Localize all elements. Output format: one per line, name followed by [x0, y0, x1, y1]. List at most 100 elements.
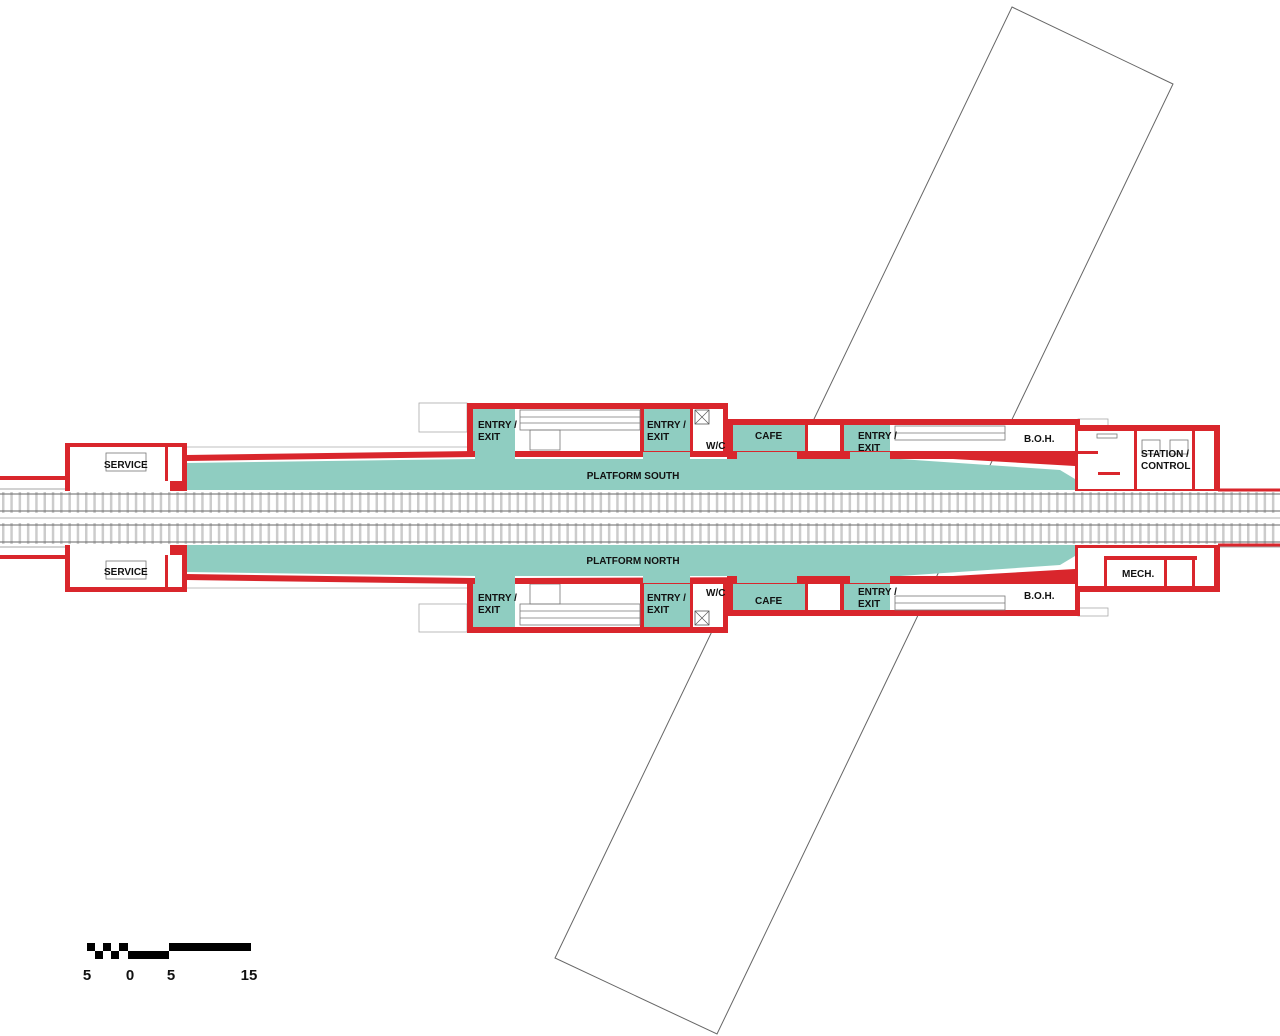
exit-label: EXIT	[478, 605, 500, 616]
sleeper	[466, 492, 470, 513]
sleeper	[832, 492, 835, 513]
sleeper	[267, 492, 271, 513]
entry-exit-room	[473, 582, 515, 627]
sleeper	[707, 523, 710, 544]
sleeper	[275, 523, 279, 544]
sleeper	[1064, 523, 1067, 544]
sleeper	[790, 523, 793, 544]
sleeper	[458, 523, 461, 544]
wc-label: W/C	[706, 588, 725, 599]
sleeper	[60, 523, 63, 544]
sleeper	[690, 492, 694, 513]
sleeper	[1205, 492, 1208, 513]
sleeper	[682, 492, 686, 513]
sleeper	[433, 492, 437, 513]
sleeper	[823, 492, 827, 513]
sleeper	[18, 523, 22, 544]
sleeper	[483, 523, 486, 544]
sleeper	[898, 523, 901, 544]
sleeper	[392, 492, 395, 513]
entry-label: ENTRY /	[647, 593, 686, 604]
sleeper	[981, 523, 984, 544]
cafe-room	[733, 425, 805, 453]
sleeper	[989, 523, 993, 544]
sleeper	[51, 523, 55, 544]
sleeper	[533, 492, 536, 513]
sleeper	[616, 492, 619, 513]
sleeper	[881, 492, 885, 513]
scale-tick-label: 5	[167, 967, 175, 984]
sleeper	[583, 492, 586, 513]
service-block-south	[65, 443, 187, 491]
exit-label: EXIT	[858, 443, 880, 454]
sleeper	[757, 523, 760, 544]
sleeper	[956, 492, 959, 513]
sleeper	[707, 492, 710, 513]
sleeper	[1122, 492, 1125, 513]
sleeper	[1230, 523, 1233, 544]
sleeper	[226, 492, 229, 513]
sleeper	[1097, 492, 1101, 513]
entry-exit-room	[844, 425, 890, 453]
sleeper	[948, 523, 951, 544]
scale-tick-label: 5	[83, 967, 91, 984]
sleeper	[126, 523, 129, 544]
sleeper	[1072, 523, 1076, 544]
sleeper	[408, 523, 412, 544]
sleeper	[516, 492, 520, 513]
sleeper	[881, 523, 885, 544]
sleeper	[1222, 523, 1225, 544]
sleeper	[292, 492, 295, 513]
sleeper	[10, 492, 13, 513]
sleeper	[85, 523, 88, 544]
sleeper	[923, 492, 926, 513]
sleeper	[682, 523, 686, 544]
sleeper	[915, 492, 918, 513]
sleeper	[26, 492, 30, 513]
sleeper	[1188, 523, 1192, 544]
sleeper	[915, 523, 918, 544]
sleeper	[1230, 492, 1233, 513]
sleeper	[500, 492, 503, 513]
sleeper	[1047, 492, 1051, 513]
entry-exit-room	[473, 409, 515, 453]
sleeper	[541, 492, 544, 513]
sleeper	[151, 492, 154, 513]
sleeper	[939, 523, 943, 544]
sleeper	[1247, 492, 1250, 513]
exit-label: EXIT	[647, 605, 669, 616]
sleeper	[342, 523, 345, 544]
mech-label: MECH.	[1122, 569, 1154, 580]
boh-label: B.O.H.	[1024, 434, 1055, 445]
platform-south	[186, 459, 1080, 490]
sleeper	[1188, 492, 1192, 513]
sleeper	[1238, 523, 1242, 544]
sleeper	[1114, 492, 1117, 513]
sleeper	[574, 492, 578, 513]
sleeper	[317, 523, 320, 544]
sleeper	[541, 523, 544, 544]
sleeper	[939, 492, 943, 513]
sleeper	[981, 492, 984, 513]
sleeper	[126, 492, 129, 513]
sleeper	[1213, 492, 1217, 513]
sleeper	[1180, 492, 1184, 513]
sleeper	[134, 523, 138, 544]
sleeper	[1039, 523, 1042, 544]
sleeper	[1255, 492, 1258, 513]
sleeper	[417, 523, 420, 544]
sleeper	[641, 492, 644, 513]
sleeper	[773, 523, 777, 544]
sleeper	[441, 523, 445, 544]
sleeper	[1139, 492, 1142, 513]
sleeper	[524, 523, 528, 544]
sleeper	[1047, 523, 1051, 544]
sleeper	[740, 523, 744, 544]
platform-north-label: PLATFORM NORTH	[586, 556, 679, 567]
sleeper	[35, 523, 38, 544]
sleeper	[1139, 523, 1142, 544]
sleeper	[2, 492, 5, 513]
sleeper	[508, 492, 511, 513]
sleeper	[93, 523, 96, 544]
